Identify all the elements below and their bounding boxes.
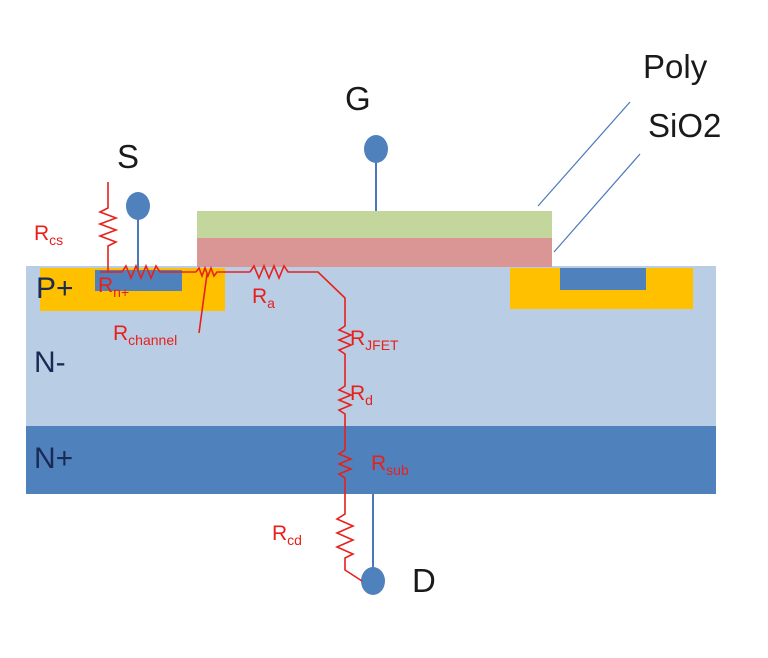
r-cd-label: Rcd [272, 522, 302, 548]
poly-pointer-line [537, 101, 631, 207]
n-minus-label: N- [34, 346, 66, 379]
r-channel-base: R [113, 322, 128, 345]
resistor-d [336, 380, 354, 446]
resistor-cs [97, 182, 119, 272]
r-cs-base: R [34, 222, 49, 245]
r-a-sub: a [267, 295, 275, 311]
resistor-sub [336, 446, 354, 510]
source-terminal [126, 192, 150, 220]
r-jfet-label: RJFET [350, 327, 399, 353]
r-a-label: Ra [252, 285, 275, 311]
r-cd-sub: cd [287, 532, 302, 548]
oxide-layer [197, 238, 552, 267]
r-n-plus-sub: n+ [113, 284, 129, 300]
resistor-channel [195, 265, 250, 279]
n-plus-region [26, 426, 716, 494]
n-plus-contact-left [95, 270, 182, 291]
poly-label: Poly [643, 48, 708, 85]
r-n-plus-base: R [98, 274, 113, 297]
source-label: S [117, 138, 139, 175]
poly-layer [197, 211, 552, 238]
r-n-plus-label: Rn+ [98, 274, 129, 300]
oxide-label: SiO2 [648, 107, 721, 144]
r-channel-label: Rchannel [113, 322, 177, 348]
oxide-pointer-line [553, 153, 641, 253]
r-channel-sub: channel [128, 332, 177, 348]
r-sub-sub: sub [386, 462, 409, 478]
resistor-n-plus [100, 263, 196, 281]
resistor-jfet [336, 318, 354, 380]
r-sub-base: R [371, 452, 386, 475]
r-d-base: R [350, 382, 365, 405]
p-plus-label: P+ [36, 272, 74, 305]
n-plus-region-label: N+ [34, 442, 73, 475]
r-d-sub: d [365, 392, 373, 408]
resistor-a [249, 263, 346, 318]
drain-terminal [361, 567, 385, 595]
r-jfet-sub: JFET [365, 337, 399, 353]
gate-terminal [364, 135, 388, 163]
n-plus-contact-right [560, 268, 646, 290]
channel-leader-line [198, 273, 208, 334]
r-cd-base: R [272, 522, 287, 545]
r-jfet-base: R [350, 327, 365, 350]
r-sub-label: Rsub [371, 452, 409, 478]
resistor-cd [335, 510, 363, 582]
drain-label: D [412, 562, 436, 599]
r-cs-sub: cs [49, 232, 63, 248]
r-cs-label: Rcs [34, 222, 63, 248]
r-a-base: R [252, 285, 267, 308]
gate-label: G [345, 80, 371, 117]
r-d-label: Rd [350, 382, 373, 408]
